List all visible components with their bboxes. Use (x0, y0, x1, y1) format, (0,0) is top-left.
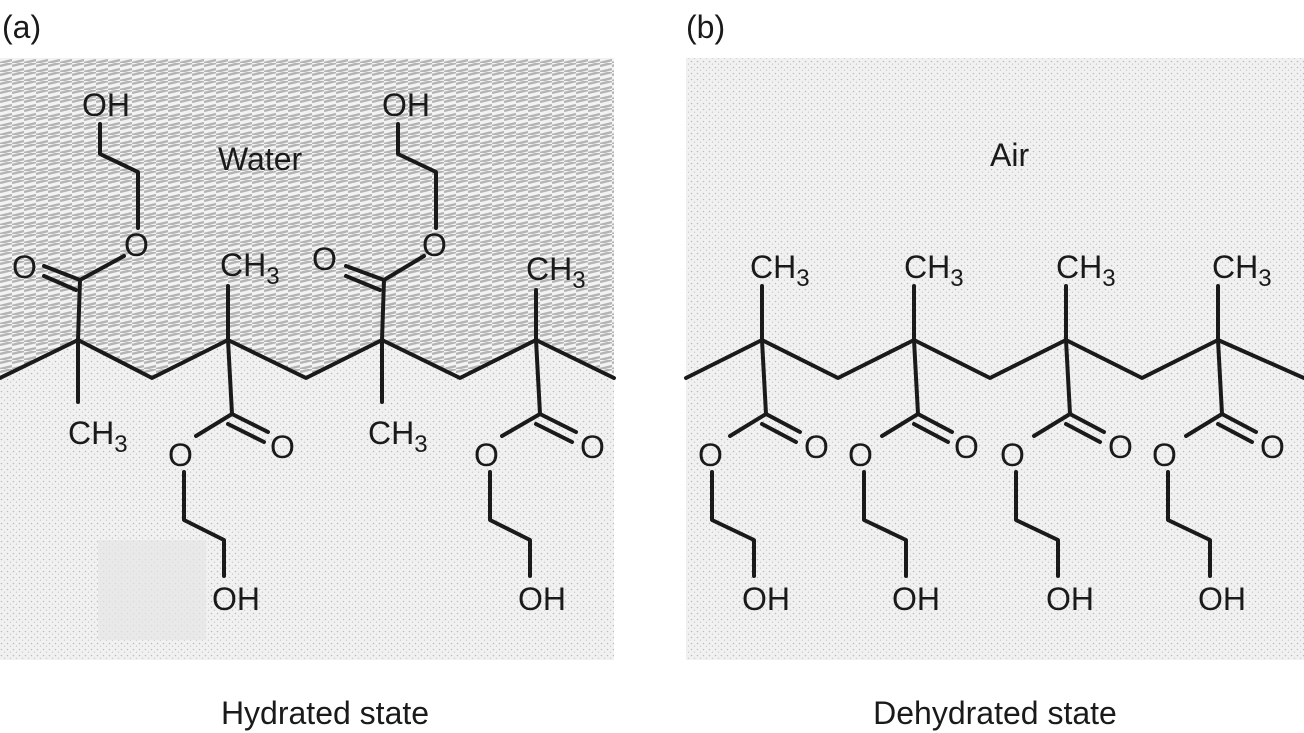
ethylene-chain (488, 470, 532, 578)
methyl-group: CH3 (220, 247, 280, 290)
ester-oxygen: O (124, 227, 149, 263)
polymer-backbone (0, 338, 616, 380)
carbonyl-carbon-bond (760, 338, 768, 416)
panel-a: (a) Water CH3 O O OH CH3 O (0, 9, 616, 731)
ethylene-chain (182, 470, 226, 578)
carbonyl-oxygen: O (12, 249, 37, 285)
panel-b: (b) Air CH3 O O OH CH3 O O OH (684, 9, 1304, 731)
hydroxyl-group: OH (382, 87, 430, 123)
shaded-blotch (98, 540, 206, 640)
ester-bond (728, 412, 768, 438)
ester-bond (880, 412, 920, 438)
ester-oxygen: O (168, 437, 193, 473)
ester-bond (500, 412, 542, 438)
ester-oxygen: O (1000, 437, 1025, 473)
ester-oxygen: O (422, 227, 447, 263)
methyl-group: CH3 (904, 249, 964, 292)
methyl-group: CH3 (1212, 249, 1272, 292)
ester-bond (78, 254, 126, 282)
ester-oxygen: O (474, 437, 499, 473)
carbonyl-double-bond (1064, 412, 1106, 444)
ester-bond (194, 412, 234, 438)
methyl-group: CH3 (68, 415, 128, 458)
carbonyl-carbon-bond (1064, 338, 1072, 416)
panel-a-structure: CH3 O O OH CH3 O O OH CH3 O O (0, 87, 616, 617)
panel-a-caption: Hydrated state (221, 695, 429, 731)
carbonyl-oxygen: O (954, 429, 979, 465)
panel-b-structure: CH3 O O OH CH3 O O OH CH3 O O (684, 249, 1304, 617)
methyl-group: CH3 (368, 415, 428, 458)
carbonyl-carbon-bond (912, 338, 920, 416)
panel-b-caption: Dehydrated state (873, 695, 1117, 731)
ethylene-chain (862, 470, 908, 578)
panel-b-background (686, 58, 1304, 660)
carbonyl-oxygen: O (1260, 429, 1285, 465)
hydroxyl-group: OH (892, 581, 940, 617)
hydroxyl-group: OH (1046, 581, 1094, 617)
ester-oxygen: O (1152, 437, 1177, 473)
ester-oxygen: O (698, 437, 723, 473)
polymer-backbone (684, 338, 1304, 380)
ester-bond (382, 254, 426, 282)
ester-oxygen: O (848, 437, 873, 473)
carbonyl-oxygen: O (270, 429, 295, 465)
carbonyl-carbon-bond (226, 338, 234, 416)
carbonyl-double-bond (912, 412, 954, 444)
ethylene-chain (396, 122, 438, 230)
carbonyl-carbon-bond (76, 278, 82, 342)
ethylene-chain (98, 122, 140, 230)
ester-bond (1184, 412, 1224, 438)
carbonyl-oxygen: O (1108, 429, 1133, 465)
hydroxyl-group: OH (212, 581, 260, 617)
water-label: Water (218, 141, 303, 177)
carbonyl-carbon-bond (1216, 338, 1224, 416)
carbonyl-double-bond (534, 412, 578, 444)
hydroxyl-group: OH (1198, 581, 1246, 617)
ester-bond (1032, 412, 1072, 438)
carbonyl-oxygen: O (312, 241, 337, 277)
hydroxyl-group: OH (742, 581, 790, 617)
methyl-group: CH3 (1056, 249, 1116, 292)
ethylene-chain (1014, 470, 1060, 578)
carbonyl-oxygen: O (804, 429, 829, 465)
ethylene-chain (710, 470, 756, 578)
carbonyl-double-bond (1216, 412, 1258, 444)
water-region (0, 58, 614, 378)
panel-a-label: (a) (2, 9, 41, 45)
carbonyl-oxygen: O (580, 429, 605, 465)
carbonyl-carbon-bond (534, 338, 542, 416)
carbonyl-double-bond (226, 412, 270, 444)
ethylene-chain (1166, 470, 1212, 578)
air-label: Air (990, 137, 1029, 173)
panel-b-label: (b) (686, 9, 725, 45)
carbonyl-carbon-bond (380, 278, 386, 342)
carbonyl-double-bond (760, 412, 802, 444)
methyl-group: CH3 (526, 251, 586, 294)
carbonyl-double-bond (344, 264, 386, 292)
hydroxyl-group: OH (82, 87, 130, 123)
panel-a-background (0, 58, 614, 660)
methyl-group: CH3 (750, 249, 810, 292)
carbonyl-double-bond (42, 264, 82, 292)
hydroxyl-group: OH (518, 581, 566, 617)
